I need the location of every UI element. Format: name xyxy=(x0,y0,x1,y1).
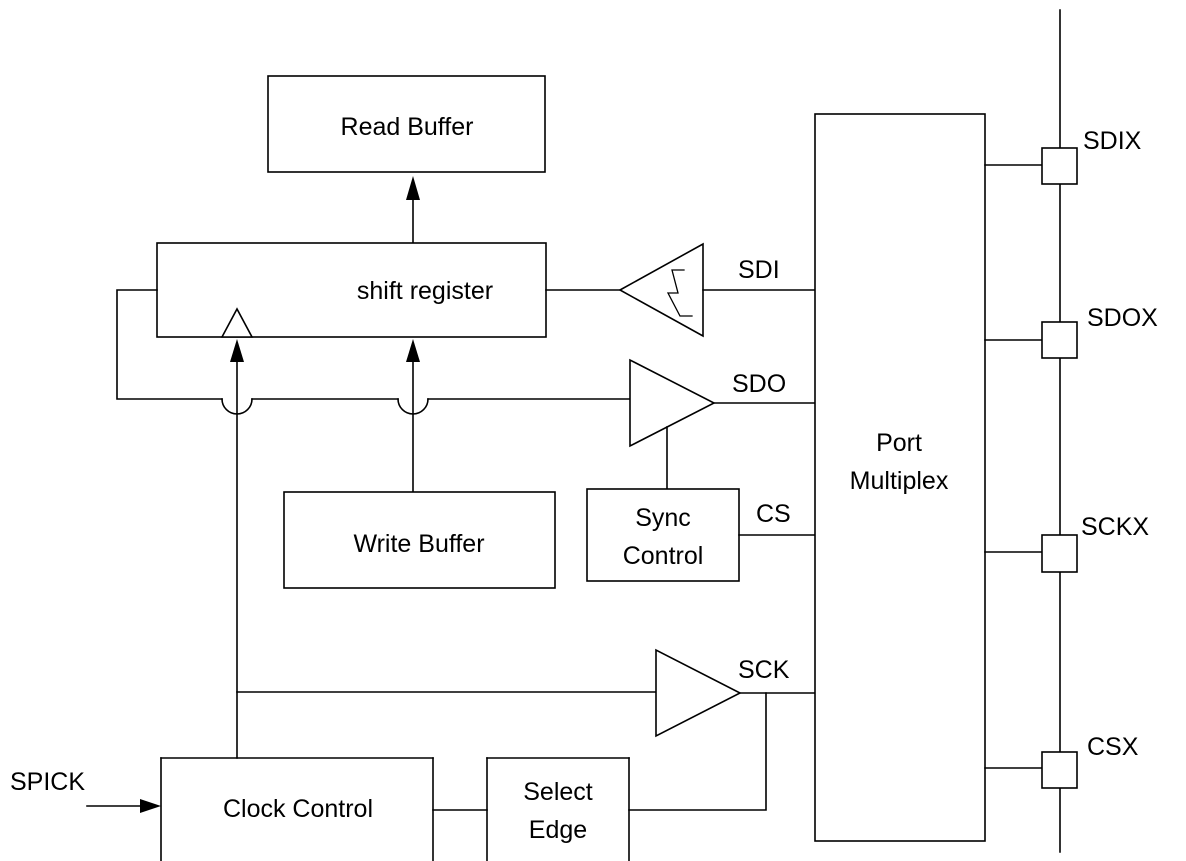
sdi-buffer xyxy=(618,242,704,338)
read-buffer-arrow xyxy=(406,176,420,200)
sck-buffer xyxy=(655,648,742,738)
sync-control-label-1: Sync xyxy=(635,504,691,532)
select-edge-label-2: Edge xyxy=(529,816,587,844)
port-multiplex-label-1: Port xyxy=(876,429,922,457)
sdi-label: SDI xyxy=(738,256,780,284)
clock-input-triangle xyxy=(220,307,254,338)
sckx-pad xyxy=(1041,534,1078,573)
sdix-pad xyxy=(1041,147,1078,185)
shift-register-block xyxy=(156,242,547,338)
sdix-label: SDIX xyxy=(1083,127,1142,155)
clock-arrow xyxy=(230,339,244,362)
sckx-label: SCKX xyxy=(1081,513,1149,541)
spick-arrow xyxy=(140,799,161,813)
cs-label: CS xyxy=(756,500,791,528)
sck-label: SCK xyxy=(738,656,790,684)
sync-control-label-2: Control xyxy=(623,542,704,570)
port-multiplex-label-2: Multiplex xyxy=(850,467,949,495)
write-buffer-arrow xyxy=(406,339,420,362)
write-buffer-label: Write Buffer xyxy=(353,530,484,558)
port-multiplex-block xyxy=(814,113,986,842)
csx-pad xyxy=(1041,751,1078,789)
select-edge-wire xyxy=(628,692,767,811)
select-edge-label-1: Select xyxy=(523,778,593,806)
feedback-loop-wire xyxy=(116,289,223,400)
read-buffer-label: Read Buffer xyxy=(341,113,474,141)
spick-label: SPICK xyxy=(10,768,85,796)
shift-register-label: shift register xyxy=(357,277,493,305)
schmitt-symbol xyxy=(666,269,693,317)
write-buffer-block xyxy=(283,491,556,589)
sdo-buffer xyxy=(629,358,716,448)
sdo-label: SDO xyxy=(732,370,786,398)
clock-control-label: Clock Control xyxy=(223,795,373,823)
sdox-pad xyxy=(1041,321,1078,359)
sdox-label: SDOX xyxy=(1087,304,1158,332)
csx-label: CSX xyxy=(1087,733,1139,761)
sync-control-block xyxy=(586,488,740,582)
read-buffer-block xyxy=(267,75,546,173)
